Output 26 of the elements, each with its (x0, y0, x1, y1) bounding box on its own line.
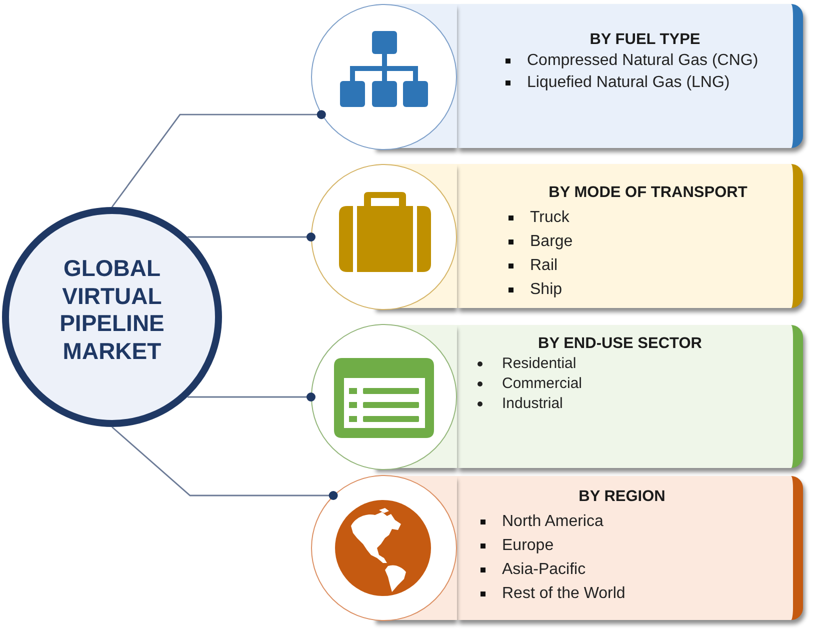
segment-item: North America (502, 512, 604, 532)
segment-item: Asia-Pacific (502, 560, 586, 580)
segment-item: Europe (502, 536, 554, 556)
segment-title: BY END-USE SECTOR (538, 335, 702, 353)
segment-title: BY REGION (578, 488, 666, 506)
segment-item: Barge (530, 232, 573, 252)
icon-circle (311, 324, 457, 470)
icon-circle (311, 164, 457, 310)
segment-item: Rail (530, 256, 558, 276)
segment-item: Commercial (502, 374, 582, 394)
connector-line (112, 426, 338, 500)
segment-item: Compressed Natural Gas (CNG) (527, 51, 758, 71)
segment-title: BY FUEL TYPE (590, 31, 700, 49)
segment-item: Industrial (502, 394, 563, 414)
segment-title: BY MODE OF TRANSPORT (548, 184, 748, 202)
icon-circle (311, 4, 457, 150)
segment-item: Residential (502, 354, 576, 374)
segment-item: Liquefied Natural Gas (LNG) (527, 73, 730, 93)
segment-item: Rest of the World (502, 584, 626, 604)
connector-line (111, 110, 326, 208)
icon-circle (311, 475, 457, 621)
connector-line (188, 392, 316, 402)
segment-item: Truck (530, 208, 570, 228)
segment-item: Ship (530, 280, 562, 300)
connector-line (188, 232, 316, 242)
hub-title: GLOBAL VIRTUAL PIPELINE MARKET (58, 255, 166, 365)
